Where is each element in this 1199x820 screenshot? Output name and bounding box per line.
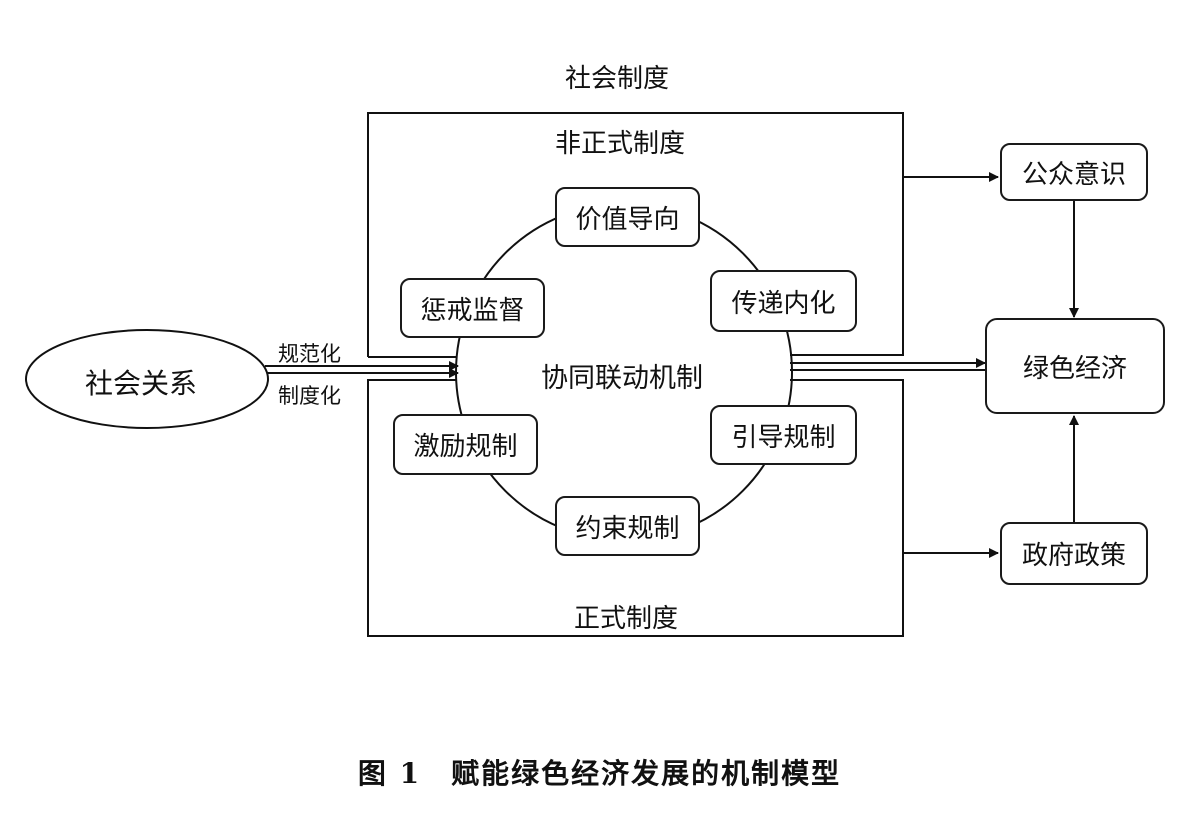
green-economy-node: 绿色经济 xyxy=(985,318,1165,414)
center-mechanism-label: 协同联动机制 xyxy=(541,363,703,394)
figure-caption: 图 1 赋能绿色经济发展的机制模型 xyxy=(357,757,842,790)
punishment-node: 惩戒监督 xyxy=(400,278,545,338)
transmission-node: 传递内化 xyxy=(710,270,857,332)
social-relations-label: 社会关系 xyxy=(85,367,198,400)
social-institution-title: 社会制度 xyxy=(565,64,670,94)
informal-institution-frame xyxy=(367,112,904,357)
incentive-node: 激励规制 xyxy=(393,414,538,475)
value-orientation-node: 价值导向 xyxy=(555,187,700,247)
social-relations-ellipse xyxy=(25,329,269,429)
government-policy-node: 政府政策 xyxy=(1000,522,1148,585)
public-awareness-node: 公众意识 xyxy=(1000,143,1148,201)
institutionalization-label: 制度化 xyxy=(278,384,341,408)
formal-institution-frame xyxy=(367,379,904,637)
normalization-label: 规范化 xyxy=(278,342,341,366)
constraint-node: 约束规制 xyxy=(555,496,700,556)
guidance-node: 引导规制 xyxy=(710,405,857,465)
formal-institution-label: 正式制度 xyxy=(574,604,679,634)
informal-institution-label: 非正式制度 xyxy=(555,129,686,159)
